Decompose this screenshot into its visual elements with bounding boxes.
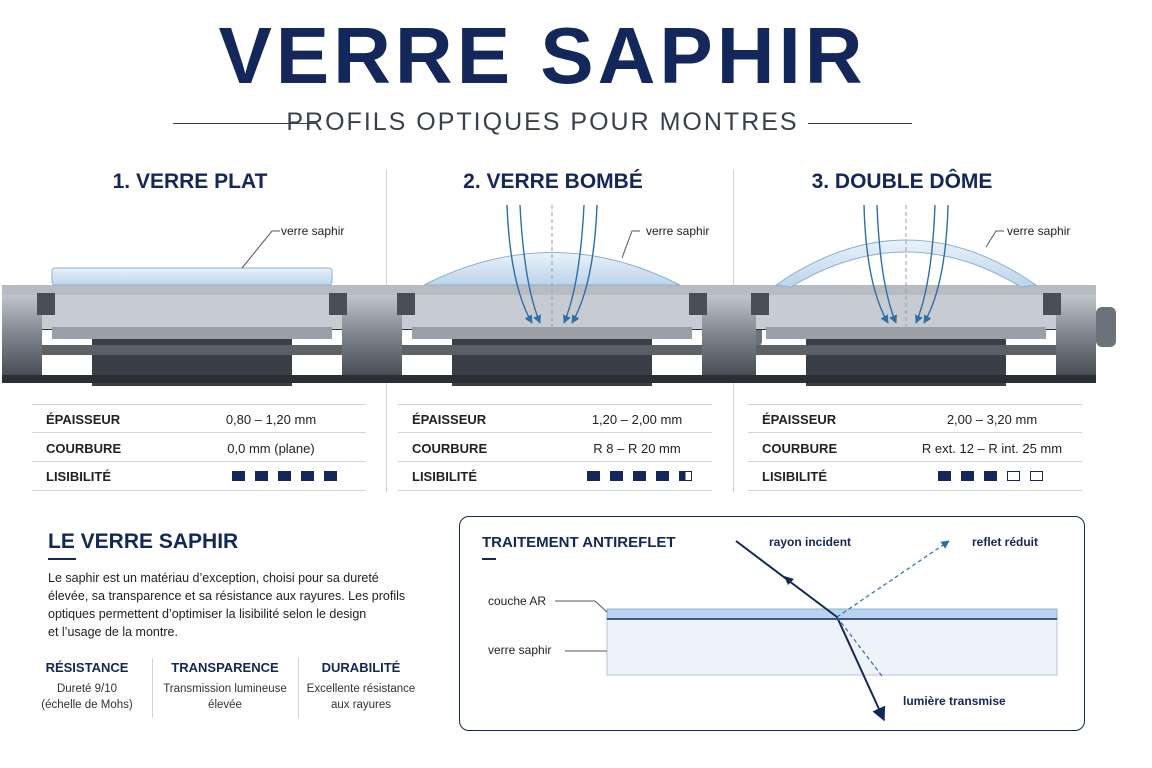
- spec-value: 0,0 mm (plane): [227, 441, 315, 456]
- readability-square: [610, 471, 623, 481]
- spec-table-domed: ÉPAISSEUR 1,20 – 2,00 mm COURBURE R 8 – …: [398, 404, 712, 494]
- readability-square: [679, 471, 692, 481]
- page-subtitle: PROFILS OPTIQUES POUR MONTRES: [286, 108, 799, 136]
- subtitle-rule-left: [173, 123, 315, 124]
- spec-label: COURBURE: [46, 441, 122, 456]
- page-title: VERRE SAPHIR: [218, 11, 867, 100]
- glass-label-double-dome: verre saphir: [1007, 224, 1071, 238]
- glass-layer-label: verre saphir: [488, 643, 552, 657]
- readability-square: [633, 471, 646, 481]
- about-title-underline: [48, 558, 76, 560]
- spec-value: 0,80 – 1,20 mm: [225, 412, 317, 427]
- about-paragraph: Le saphir est un matériau d’exception, c…: [48, 571, 406, 639]
- column-title-flat: 1. VERRE PLAT: [112, 170, 268, 193]
- readability-square: [1007, 471, 1020, 481]
- readability-square: [324, 471, 337, 481]
- column-title-double-dome: 3. DOUBLE DÔME: [811, 170, 993, 193]
- readability-square: [255, 471, 268, 481]
- readability-square: [587, 471, 600, 481]
- property-divider: [298, 658, 299, 718]
- incident-ray-label: rayon incident: [769, 535, 852, 549]
- spec-label: COURBURE: [762, 441, 838, 456]
- transmitted-light-label: lumière transmise: [903, 694, 1006, 708]
- readability-square: [232, 471, 245, 481]
- property-transparency: TRANSPARENCE Transmission lumineuse élev…: [163, 660, 287, 711]
- antireflet-diagram: [555, 540, 1058, 722]
- spec-label: ÉPAISSEUR: [46, 412, 121, 427]
- reflected-ray-label: reflet réduit: [972, 535, 1039, 549]
- spec-value: 1,20 – 2,00 mm: [591, 412, 683, 427]
- spec-value: R ext. 12 – R int. 25 mm: [921, 441, 1063, 456]
- property-divider: [152, 658, 153, 718]
- property-resistance: RÉSISTANCE Dureté 9/10 (échelle de Mohs): [41, 660, 133, 711]
- antireflet-panel: [459, 516, 1085, 731]
- readability-square: [278, 471, 291, 481]
- spec-label: COURBURE: [412, 441, 488, 456]
- readability-square: [301, 471, 314, 481]
- spec-label: LISIBILITÉ: [46, 469, 111, 484]
- spec-label: LISIBILITÉ: [412, 469, 477, 484]
- readability-square: [656, 471, 669, 481]
- spec-label: LISIBILITÉ: [762, 469, 827, 484]
- spec-value: 2,00 – 3,20 mm: [946, 412, 1038, 427]
- readability-square: [938, 471, 951, 481]
- column-title-domed: 2. VERRE BOMBÉ: [463, 170, 643, 193]
- spec-table-double-dome: ÉPAISSEUR 2,00 – 3,20 mm COURBURE R ext.…: [748, 404, 1082, 494]
- spec-table-flat: ÉPAISSEUR 0,80 – 1,20 mm COURBURE 0,0 mm…: [32, 404, 366, 494]
- spec-label: ÉPAISSEUR: [412, 412, 487, 427]
- property-durability: DURABILITÉ Excellente résistance aux ray…: [306, 660, 416, 711]
- coating-label: couche AR: [488, 594, 547, 608]
- spec-label: ÉPAISSEUR: [762, 412, 837, 427]
- readability-square: [1030, 471, 1043, 481]
- antireflet-title: TRAITEMENT ANTIREFLET: [482, 534, 676, 551]
- readability-square: [961, 471, 974, 481]
- watch-case-illustrations: [2, 204, 1116, 386]
- glass-label-flat: verre saphir: [281, 224, 345, 238]
- subtitle-rule-right: [808, 123, 912, 124]
- readability-square: [984, 471, 997, 481]
- about-title: LE VERRE SAPHIR: [48, 530, 239, 553]
- spec-value: R 8 – R 20 mm: [593, 441, 681, 456]
- antireflet-title-underline: [482, 558, 496, 560]
- glass-label-domed: verre saphir: [646, 224, 710, 238]
